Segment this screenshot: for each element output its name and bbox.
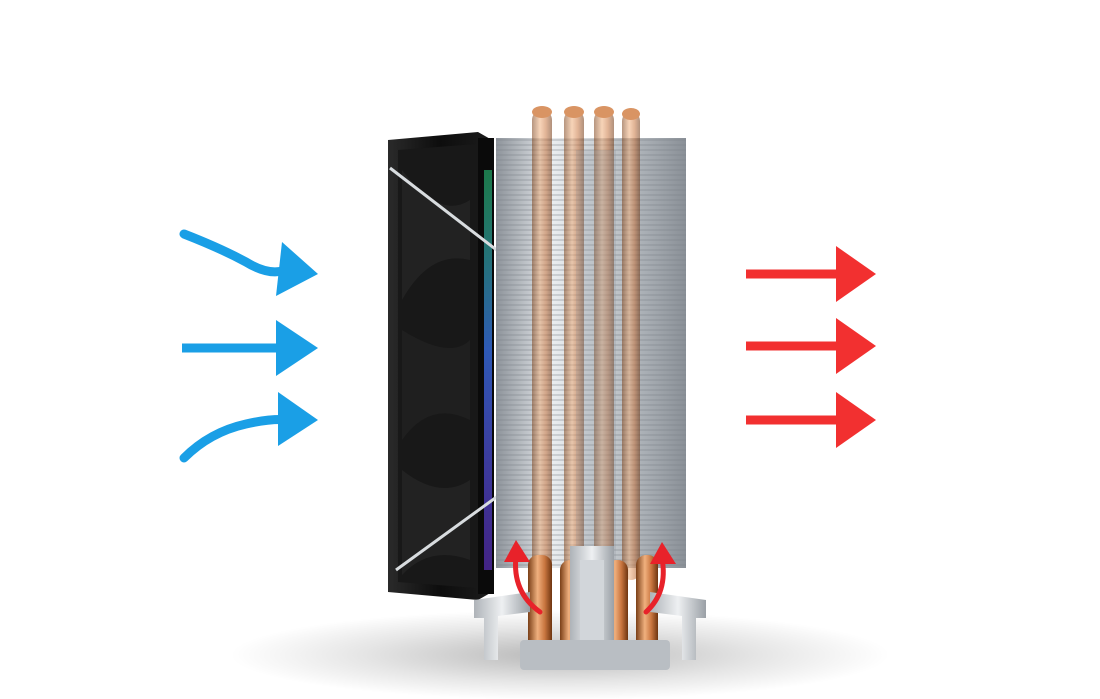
heatpipe-2 bbox=[564, 110, 584, 580]
heatpipe-1 bbox=[532, 110, 552, 580]
heatpipes bbox=[532, 106, 640, 580]
heatpipe-4 bbox=[622, 112, 640, 580]
heatpipe-3 bbox=[594, 110, 614, 580]
heat-rise-arrow-left bbox=[504, 540, 543, 615]
fan bbox=[388, 132, 494, 600]
intake-arrow-bottom bbox=[179, 392, 318, 463]
exhaust-arrows bbox=[746, 246, 876, 448]
exhaust-arrow-top bbox=[746, 246, 876, 302]
heatsink-fins bbox=[496, 138, 686, 568]
intake-arrows bbox=[179, 229, 318, 463]
exhaust-arrow-bottom bbox=[746, 392, 876, 448]
cooler-base bbox=[474, 546, 706, 670]
heat-rise-arrow-right bbox=[643, 542, 676, 615]
intake-arrow-middle bbox=[182, 320, 318, 376]
exhaust-arrow-middle bbox=[746, 318, 876, 374]
heat-rise-arrows bbox=[504, 540, 676, 615]
intake-arrow-top bbox=[179, 229, 318, 296]
heatsink-center-shadow bbox=[576, 150, 616, 570]
